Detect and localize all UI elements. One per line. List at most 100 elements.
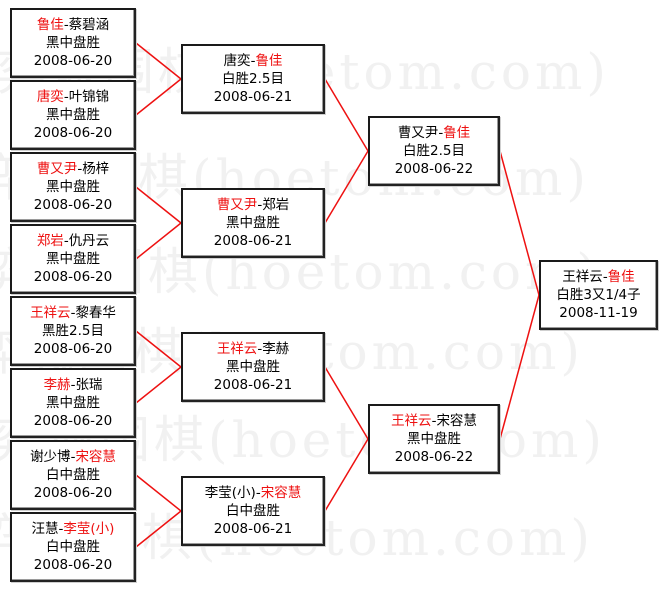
player-name: 李莹(小) <box>204 485 256 501</box>
player-separator: - <box>257 197 263 213</box>
player-name: 黎春华 <box>75 305 116 321</box>
match-result: 黑中盘胜 <box>226 359 280 375</box>
match-box-round-1: 汪慧-李莹(小) 白中盘胜 2008-06-20 <box>10 512 136 582</box>
match-result: 黑中盘胜 <box>46 107 100 123</box>
match-players: 曹又尹-郑岩 <box>183 196 323 214</box>
winner-name: 鲁佳 <box>36 17 64 33</box>
connector-line <box>135 366 182 404</box>
player-separator: - <box>70 305 76 321</box>
player-separator: - <box>77 161 83 177</box>
player-name: 郑岩 <box>262 197 290 213</box>
player-name: 张瑞 <box>75 377 103 393</box>
match-date: 2008-06-20 <box>33 125 113 141</box>
winner-name: 鲁佳 <box>255 53 283 69</box>
match-result: 白中盘胜 <box>46 539 100 555</box>
player-name: 唐奕 <box>223 53 251 69</box>
connector-line <box>135 78 182 116</box>
connector-line <box>135 186 182 224</box>
player-separator: - <box>63 17 69 33</box>
winner-name: 曹又尹 <box>36 161 78 177</box>
connector-line <box>324 366 369 440</box>
match-date: 2008-06-20 <box>33 269 113 285</box>
match-result: 白胜3又1/4子 <box>556 287 641 303</box>
connector-line <box>324 78 369 152</box>
match-players: 唐奕-鲁佳 <box>183 52 323 70</box>
winner-name: 郑岩 <box>36 233 64 249</box>
player-separator: - <box>438 125 444 141</box>
match-players: 李莹(小)-宋容慧 <box>183 484 323 502</box>
match-box-round-1: 王祥云-黎春华黑胜2.5目 2008-06-20 <box>10 296 136 366</box>
connector-line <box>499 294 540 440</box>
winner-name: 王祥云 <box>216 341 258 357</box>
connector-line <box>135 510 182 548</box>
player-name: 仇丹云 <box>68 233 110 249</box>
match-date: 2008-06-21 <box>213 377 293 393</box>
match-players: 王祥云-李赫 <box>183 340 323 358</box>
player-name: 叶锦锦 <box>68 89 110 105</box>
match-date: 2008-06-20 <box>33 341 113 357</box>
match-box-round-1: 谢少博-宋容慧白中盘胜 2008-06-20 <box>10 440 136 510</box>
match-result: 黑中盘胜 <box>226 215 280 231</box>
match-result: 黑中盘胜 <box>46 395 100 411</box>
match-date: 2008-06-21 <box>213 233 293 249</box>
match-date: 2008-06-20 <box>33 53 113 69</box>
player-name: 王祥云 <box>562 269 603 285</box>
match-box-round-1: 唐奕-叶锦锦黑中盘胜 2008-06-20 <box>10 80 136 150</box>
winner-name: 李赫 <box>43 377 71 393</box>
player-separator: - <box>63 233 69 249</box>
match-date: 2008-11-19 <box>559 305 638 321</box>
winner-name: 宋容慧 <box>260 485 302 501</box>
match-date: 2008-06-20 <box>33 197 113 213</box>
winner-name: 曹又尹 <box>216 197 258 213</box>
match-players: 谢少博-宋容慧 <box>12 448 134 466</box>
connector-line <box>324 438 369 512</box>
winner-name: 鲁佳 <box>443 125 471 141</box>
winner-name: 宋容慧 <box>75 449 116 465</box>
player-name: 宋容慧 <box>436 413 477 429</box>
match-players: 唐奕-叶锦锦 <box>12 88 134 106</box>
match-players: 王祥云-鲁佳 <box>541 268 656 286</box>
match-date: 2008-06-20 <box>33 485 113 501</box>
player-name: 杨梓 <box>82 161 110 177</box>
player-separator: - <box>431 413 437 429</box>
winner-name: 王祥云 <box>391 413 432 429</box>
match-players: 王祥云-宋容慧 <box>370 412 498 430</box>
match-result: 白中盘胜 <box>226 503 280 519</box>
match-players: 曹又尹-鲁佳 <box>370 124 498 142</box>
player-separator: - <box>255 485 261 501</box>
match-players: 曹又尹-杨梓 <box>12 160 134 178</box>
match-result: 白中盘胜 <box>46 467 100 483</box>
connector-line <box>135 330 182 368</box>
player-name: 汪慧 <box>31 521 59 537</box>
player-name: 谢少博 <box>30 449 71 465</box>
player-separator: - <box>250 53 256 69</box>
connector-line <box>135 222 182 260</box>
match-box-final: 王祥云-鲁佳白胜3又1/4子 2008-11-19 <box>539 260 658 330</box>
match-date: 2008-06-22 <box>394 449 474 465</box>
match-box-round-1: 李赫-张瑞黑中盘胜 2008-06-20 <box>10 368 136 438</box>
connector-line <box>135 42 182 80</box>
match-result: 黑中盘胜 <box>46 35 100 51</box>
player-separator: - <box>58 521 64 537</box>
player-separator: - <box>257 341 263 357</box>
player-name: 曹又尹 <box>397 125 439 141</box>
match-date: 2008-06-20 <box>33 557 113 573</box>
match-players: 李赫-张瑞 <box>12 376 134 394</box>
winner-name: 唐奕 <box>36 89 64 105</box>
match-date: 2008-06-20 <box>33 413 113 429</box>
match-result: 黑胜2.5目 <box>42 323 104 339</box>
player-separator: - <box>602 269 608 285</box>
connector-line <box>324 150 369 224</box>
winner-name: 王祥云 <box>30 305 71 321</box>
winner-name: 李莹(小) <box>63 521 115 537</box>
player-name: 李赫 <box>262 341 290 357</box>
